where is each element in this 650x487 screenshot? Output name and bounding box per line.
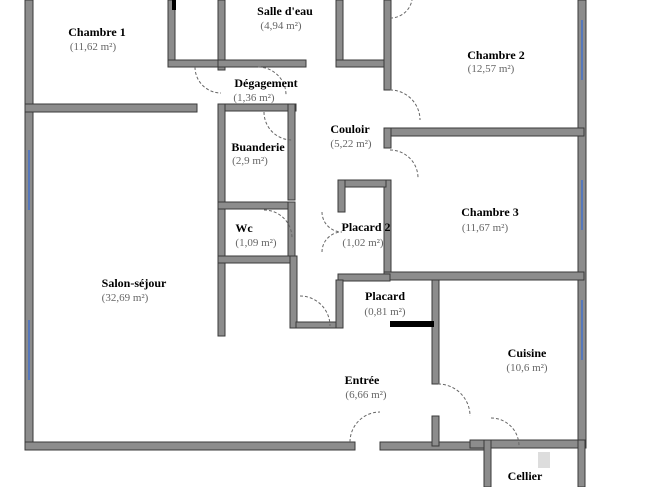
wall-corridor-west-lower [289,255,298,329]
wall-placard2-west [337,179,346,213]
wall-chambre2-south [383,127,585,137]
wall-salle-deau-south [217,59,307,68]
door-placard2 [321,211,343,253]
room-name-cuisine: Cuisine [508,346,547,360]
room-area-buanderie: (2,9 m²) [232,155,268,167]
wall-buanderie-east [287,103,296,201]
windows [28,20,583,380]
placard-door-dark [390,321,434,327]
room-area-degagement: (1,36 m²) [233,92,275,104]
doors [194,0,550,468]
cellier-fixture [538,452,550,468]
wall-chambre2-west [383,0,392,91]
room-area-placard: (0,81 m²) [364,306,406,318]
door-buanderie [263,111,293,141]
door-chambre2-top [389,0,413,19]
room-area-placard2: (1,02 m²) [342,237,384,249]
door-salon [299,295,331,327]
door-cuisine [437,383,471,417]
door-cellier [490,417,520,447]
wall-placard-south [295,321,337,329]
room-area-chambre1: (11,62 m²) [70,41,117,53]
room-name-cellier: Cellier [508,469,543,483]
wall-salle-deau-east [335,0,344,68]
wall-placard-east [431,279,440,385]
room-area-couloir: (5,22 m²) [330,138,372,150]
wall-degagement-south [217,103,297,112]
room-name-chambre2: Chambre 2 [467,48,524,62]
wall-salle-deau-west [217,0,226,71]
wall-buanderie-south [217,201,295,210]
wall-chambre1-east-stub [167,59,219,68]
door-salle-deau [257,66,287,96]
wall-south-salon [24,441,356,451]
wall-cellier-west [483,439,492,487]
door-wc [263,209,293,239]
door-entree [349,411,381,443]
wall-buanderie-west [217,103,226,337]
wall-placard2-south [337,273,391,282]
room-name-buanderie: Buanderie [231,140,285,154]
wall-placard-west [335,279,344,329]
wall-cuisine-west-lower [431,415,440,447]
door-chambre1 [194,66,222,94]
room-area-chambre2: (12,57 m²) [468,63,515,75]
room-name-entree: Entrée [345,373,380,387]
room-area-cuisine: (10,6 m²) [506,362,548,374]
room-area-salon: (32,69 m²) [102,292,149,304]
wall-salle-deau-south-right [335,59,387,68]
door-chambre3 [389,149,419,179]
wall-chambre3-west [383,127,392,149]
wall-chambre1-west [24,0,34,107]
wall-cellier-east [577,439,586,487]
wall-south-cuisine [469,439,587,449]
top-stub [172,0,176,10]
room-name-couloir: Couloir [330,122,370,136]
wall-chambre1-south [24,103,198,113]
room-area-salle-deau: (4,94 m²) [260,20,302,32]
room-area-entree: (6,66 m²) [345,389,387,401]
room-name-placard2: Placard 2 [342,220,391,234]
room-labels: Chambre 1 (11,62 m²) Salle d'eau (4,94 m… [68,4,548,483]
wall-wc-south [217,255,295,264]
room-area-wc: (1,09 m²) [235,237,277,249]
door-chambre2 [389,89,421,121]
room-name-salon: Salon-séjour [102,276,167,290]
room-name-placard: Placard [365,289,405,303]
room-name-salle-deau: Salle d'eau [257,4,313,18]
room-name-wc: Wc [235,221,253,235]
room-area-chambre3: (11,67 m²) [462,222,509,234]
room-name-chambre3: Chambre 3 [461,205,518,219]
wall-chambre3-south [383,271,585,281]
room-name-chambre1: Chambre 1 [68,25,125,39]
room-name-degagement: Dégagement [234,76,297,90]
